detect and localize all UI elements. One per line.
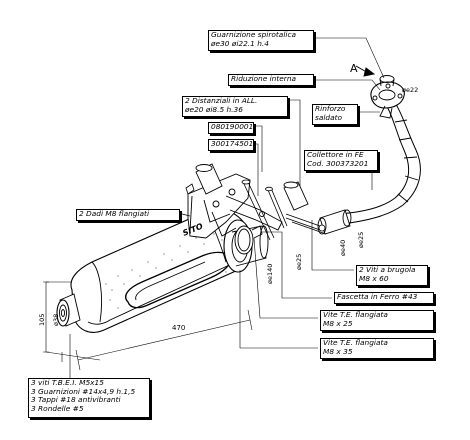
label-vite-35: Vite T.E. flangiata M8 x 35 — [320, 338, 434, 359]
dim-height: 105 — [38, 313, 46, 326]
label-line: Rinforzo — [315, 104, 346, 113]
label-line: M8 x 25 — [323, 318, 353, 328]
clamp — [234, 225, 263, 255]
label-vite-25: Vite T.E. flangiata M8 x 25 — [320, 310, 434, 331]
label-dadi: 2 Dadi M8 flangiati — [76, 209, 180, 221]
label-code-300174501: 300174501 — [208, 139, 254, 151]
label-line: 300174501 — [211, 139, 254, 148]
label-line: øe30 øi22.1 h.4 — [211, 38, 269, 48]
mounting-bracket — [187, 173, 283, 239]
label-line: saldato — [315, 112, 343, 122]
label-line: M8 x 35 — [323, 346, 353, 356]
label-code-080190001: 080190001 — [208, 122, 254, 134]
dim-e25: øe25 — [357, 231, 365, 248]
label-line: øe20 øi8.5 h.36 — [185, 104, 243, 114]
reinforcement-plate — [379, 105, 393, 119]
spacer-tubes — [195, 163, 309, 211]
inlet-flange — [370, 75, 405, 109]
label-viti-brugola: 2 Viti a brugola M8 x 60 — [356, 265, 428, 286]
label-line: Vite T.E. flangiata — [323, 310, 388, 319]
view-marker-arrow — [355, 65, 376, 77]
outlet-tip — [56, 293, 81, 327]
dimension-lines — [43, 281, 253, 371]
collector-pipe — [339, 97, 421, 225]
label-rinforzo-saldato: Rinforzo saldato — [312, 104, 358, 125]
label-guarnizione-spirotalica: Guarnizione spirotalica øe30 øi22.1 h.4 — [208, 30, 314, 51]
dim-e25b: øe25 — [295, 253, 303, 270]
label-line: 3 Guarnizioni #14x4,9 h.1,5 — [31, 386, 136, 396]
dim-e38: ø38 — [52, 313, 60, 326]
dim-length: 470 — [172, 324, 186, 332]
leader-lines — [69, 37, 385, 380]
label-line: 3 viti T.B.E.I. M5x15 — [31, 378, 104, 387]
label-line: 3 Rondelle #5 — [31, 403, 84, 413]
label-line: Fascetta in Ferro #43 — [337, 292, 418, 301]
view-marker: A — [350, 62, 358, 75]
label-line: 3 Tappi #18 antivibranti — [31, 395, 121, 405]
dim-e22: øe22 — [402, 86, 419, 94]
label-line: Cod. 300373201 — [307, 158, 369, 168]
label-line: 2 Dadi M8 flangiati — [79, 209, 150, 218]
dim-e140: øe140 — [266, 263, 274, 284]
label-line: 080190001 — [211, 122, 254, 131]
label-line: Collettore in FE — [307, 150, 364, 159]
dim-e40: øe40 — [339, 239, 347, 256]
label-line: M8 x 60 — [359, 273, 389, 283]
label-line: Vite T.E. flangiata — [323, 338, 388, 347]
label-line: Guarnizione spirotalica — [211, 30, 297, 39]
label-riduzione-interna: Riduzione interna — [228, 74, 314, 86]
label-fascetta: Fascetta in Ferro #43 — [334, 292, 434, 304]
label-line: 2 Viti a brugola — [359, 265, 416, 274]
label-line: Riduzione interna — [231, 74, 297, 83]
label-collettore: Collettore in FE Cod. 300373201 — [304, 150, 378, 171]
label-distanziali: 2 Distanziali in ALL. øe20 øi8.5 h.36 — [182, 96, 288, 117]
label-line: 2 Distanziali in ALL. — [185, 96, 258, 105]
muffler-body — [70, 208, 253, 333]
label-kit-minuteria: 3 viti T.B.E.I. M5x15 3 Guarnizioni #14x… — [28, 378, 150, 418]
